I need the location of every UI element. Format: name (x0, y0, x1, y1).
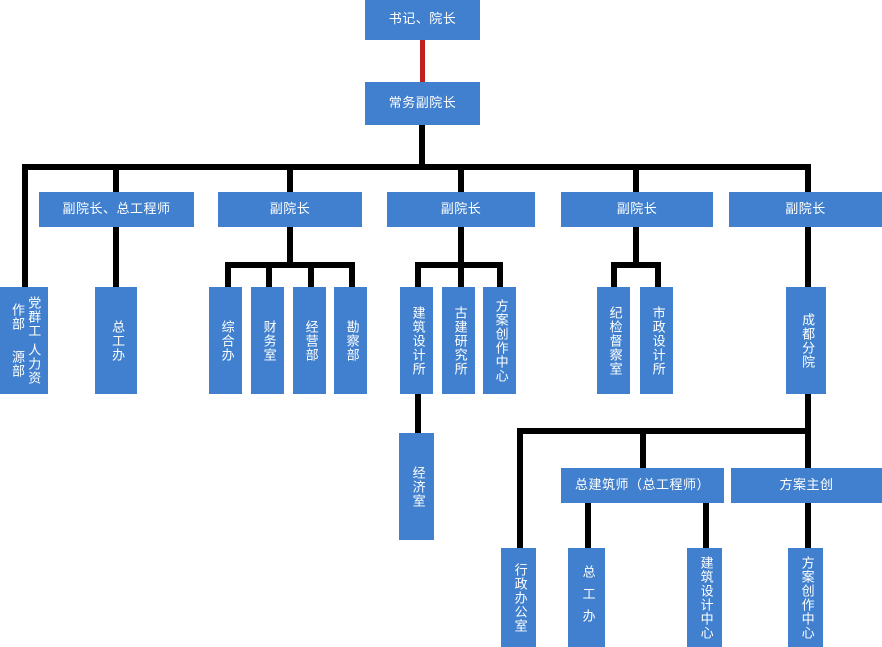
connector-vp1-to-chief-eng-office (113, 225, 119, 289)
connector-bus-drop-vp2 (287, 164, 293, 194)
connector-vp2-bus (225, 262, 355, 268)
node-hr-dept-label: 党群工作部 (9, 295, 41, 338)
connector-vp2-drop-3 (308, 262, 314, 289)
connector-chengdu-bus (517, 428, 811, 434)
node-general-affairs-office[interactable]: 综合办 (209, 287, 242, 394)
node-hr-and-party-dept[interactable]: 党群工作部 人力资源部 (0, 287, 48, 394)
connector-bus-drop-hr (22, 164, 28, 289)
node-chief-engineer-office[interactable]: 总工办 (95, 287, 137, 394)
node-finance-office[interactable]: 财务室 (251, 287, 284, 394)
connector-root-to-deputy-exec (420, 38, 425, 82)
connector-vp2-stem (287, 225, 293, 265)
node-chief-architect[interactable]: 总建筑师（总工程师） (561, 468, 724, 503)
node-deputy-exec[interactable]: 常务副院长 (365, 82, 480, 125)
connector-vp3-stem (458, 225, 464, 265)
connector-deputy-exec-stem (419, 124, 425, 166)
node-vp-4[interactable]: 副院长 (561, 192, 713, 227)
connector-scheme-lead-to-creation-center (805, 503, 811, 550)
node-architecture-design-institute[interactable]: 建筑设计所 (400, 287, 433, 394)
connector-vp2-drop-1 (225, 262, 231, 289)
node-vp-2[interactable]: 副院长 (218, 192, 362, 227)
connector-vp3-drop-2 (458, 262, 464, 289)
connector-vp2-drop-2 (266, 262, 272, 289)
node-scheme-creation-center-b[interactable]: 方案创作中心 (788, 548, 823, 647)
node-economics-office[interactable]: 经济室 (399, 433, 434, 540)
node-vp-chief-engineer[interactable]: 副院长、总工程师 (39, 192, 194, 227)
connector-vp4-bus (611, 262, 661, 268)
node-discipline-inspection-office[interactable]: 纪检督察室 (597, 287, 630, 394)
connector-vp4-drop-2 (655, 262, 661, 289)
connector-design-institute-to-economics-office (415, 394, 421, 434)
connector-vp3-drop-1 (415, 262, 421, 289)
node-root[interactable]: 书记、院长 (365, 0, 480, 40)
node-chief-engineer-office-chengdu[interactable]: 总工办 (568, 548, 605, 647)
connector-chengdu-stem (805, 394, 811, 430)
node-vp-3[interactable]: 副院长 (387, 192, 535, 227)
connector-bus-drop-vp4 (633, 164, 639, 194)
node-municipal-design-institute[interactable]: 市政设计所 (640, 287, 673, 394)
connector-vp4-stem (633, 225, 639, 265)
connector-vp4-drop-1 (611, 262, 617, 289)
connector-bus-drop-vp3 (458, 164, 464, 194)
connector-chengdu-drop-admin (517, 428, 523, 550)
connector-vp3-drop-3 (497, 262, 503, 289)
connector-bus-drop-vp1 (113, 164, 119, 194)
connector-vp2-drop-4 (349, 262, 355, 289)
node-operations-dept[interactable]: 经营部 (293, 287, 326, 394)
connector-chief-architect-to-design-center (703, 503, 709, 550)
connector-level2-bus (22, 164, 811, 170)
node-party-dept-label: 人力资源部 (9, 343, 41, 386)
connector-chengdu-drop-chief-architect (640, 428, 646, 468)
node-survey-dept[interactable]: 勘察部 (334, 287, 367, 394)
node-architecture-design-center[interactable]: 建筑设计中心 (687, 548, 722, 647)
connector-bus-drop-vp5 (805, 164, 811, 194)
node-vp-5[interactable]: 副院长 (729, 192, 882, 227)
node-scheme-creation-center-a[interactable]: 方案创作中心 (483, 287, 516, 394)
node-ancient-architecture-institute[interactable]: 古建研究所 (442, 287, 475, 394)
node-admin-office[interactable]: 行政办公室 (501, 548, 536, 647)
connector-chief-architect-to-chief-eng-office2 (585, 503, 591, 550)
connector-chengdu-drop-scheme-lead (805, 428, 811, 468)
connector-vp5-to-chengdu-branch (805, 225, 811, 289)
node-chengdu-branch[interactable]: 成都分院 (786, 287, 826, 394)
node-scheme-lead[interactable]: 方案主创 (731, 468, 882, 503)
